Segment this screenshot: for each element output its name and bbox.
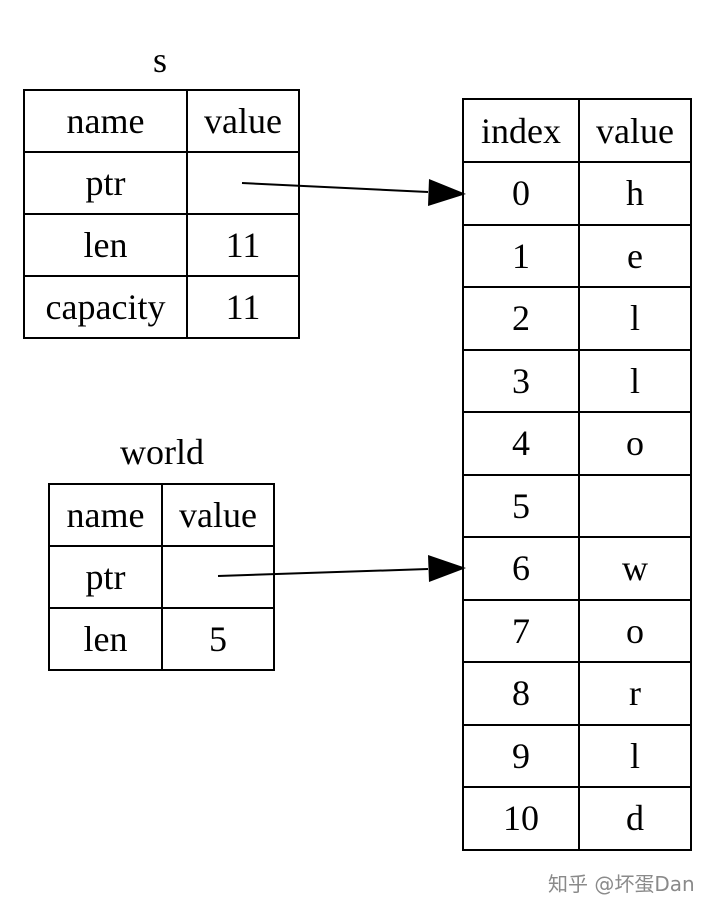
heap-index-cell: 5	[462, 473, 580, 538]
heap-value-cell: l	[578, 348, 692, 413]
table-row-ptr: ptr	[48, 545, 275, 609]
heap-index-cell: 4	[462, 411, 580, 476]
heap-index-cell: 6	[462, 536, 580, 601]
heap-index-cell: 7	[462, 598, 580, 663]
heap-value-cell: w	[578, 536, 692, 601]
field-value: 11	[186, 275, 300, 339]
header-name: name	[23, 89, 188, 153]
field-name: capacity	[23, 275, 188, 339]
heap-value-cell: o	[578, 598, 692, 663]
heap-value-cell: r	[578, 661, 692, 726]
heap-index-cell: 9	[462, 723, 580, 788]
field-value	[161, 545, 275, 609]
world-title: world	[120, 432, 204, 472]
heap-value-cell: h	[578, 161, 692, 226]
table-row-len: len 5	[48, 607, 275, 671]
field-name: ptr	[48, 545, 163, 609]
heap-row: 5	[462, 473, 692, 538]
heap-index-cell: 0	[462, 161, 580, 226]
table-row-capacity: capacity 11	[23, 275, 300, 339]
table-row-len: len 11	[23, 213, 300, 277]
heap-value-cell: l	[578, 286, 692, 351]
s-title: s	[152, 40, 167, 80]
header-value: value	[161, 483, 275, 547]
field-name: len	[23, 213, 188, 277]
heap-index-cell: 2	[462, 286, 580, 351]
table-row-ptr: ptr	[23, 151, 300, 215]
field-name: len	[48, 607, 163, 671]
field-value: 5	[161, 607, 275, 671]
heap-value-cell: e	[578, 223, 692, 288]
field-value: 11	[186, 213, 300, 277]
header-name: name	[48, 483, 163, 547]
header-value: value	[186, 89, 300, 153]
watermark: 知乎 @坏蛋Dan	[548, 872, 695, 896]
field-value	[186, 151, 300, 215]
field-name: ptr	[23, 151, 188, 215]
table-header-row: name value	[23, 89, 300, 153]
heap-value-cell: l	[578, 723, 692, 788]
s-table: name value ptr len 11 capacity 11	[23, 89, 300, 339]
heap-index-cell: 8	[462, 661, 580, 726]
heap-index-cell: 3	[462, 348, 580, 413]
header-value: value	[578, 98, 692, 163]
world-table: name value ptr len 5	[48, 483, 275, 671]
table-header-row: index value	[462, 98, 692, 163]
header-index: index	[462, 98, 580, 163]
heap-value-cell: d	[578, 786, 692, 851]
heap-value-cell: o	[578, 411, 692, 476]
s-ptr-arrowhead	[428, 179, 466, 206]
world-ptr-arrowhead	[428, 555, 466, 582]
heap-index-cell: 10	[462, 786, 580, 851]
table-header-row: name value	[48, 483, 275, 547]
heap-value-cell	[578, 473, 692, 538]
heap-index-cell: 1	[462, 223, 580, 288]
